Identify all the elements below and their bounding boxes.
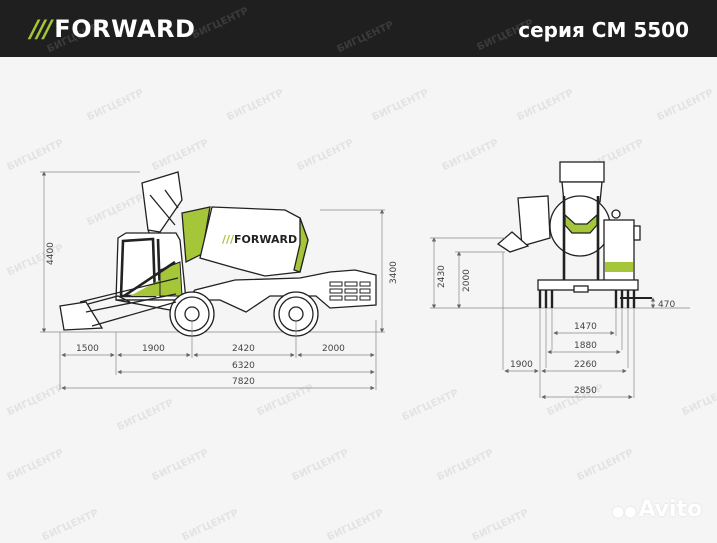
- watermark: БИГЦЕНТР: [190, 5, 251, 42]
- drum-slashes: ///: [222, 233, 235, 246]
- dim-wheelbase: 2420: [232, 344, 255, 354]
- brand-logo: ///FORWARD: [30, 14, 195, 44]
- dim-front-to-axle: 1900: [142, 344, 165, 354]
- dim-total-length: 7820: [232, 377, 255, 387]
- front-view-mixer: [430, 161, 690, 309]
- avito-wordmark: Avito: [638, 497, 703, 522]
- dim-bucket: 1500: [76, 344, 99, 354]
- dim-discharge-min: 2000: [462, 269, 472, 292]
- dim-track: 1880: [574, 341, 597, 351]
- dim-chute-reach: 1900: [510, 360, 533, 370]
- series-title: серия CM 5500: [518, 18, 689, 42]
- drum-brand-label: FORWARD: [234, 233, 297, 246]
- dim-body-length: 6320: [232, 361, 255, 371]
- dim-track-inner: 1470: [574, 322, 597, 332]
- dim-width-total: 2850: [574, 386, 597, 396]
- brand-slashes-icon: ///: [30, 15, 52, 43]
- avito-logo: ●●Avito: [612, 497, 702, 522]
- watermark: БИГЦЕНТР: [335, 19, 396, 56]
- side-view-mixer: [40, 171, 385, 337]
- header-bar: ///FORWARD серия CM 5500 БИГЦЕНТР БИГЦЕН…: [0, 0, 717, 57]
- technical-drawing: /// FORWARD 4400 3400 1500 1900 2420 200…: [40, 161, 690, 400]
- dim-ground-clearance: 470: [658, 300, 675, 310]
- dim-discharge-max: 2430: [437, 265, 447, 288]
- dim-height-rear: 3400: [389, 261, 399, 284]
- dim-rear-overhang: 2000: [322, 344, 345, 354]
- dim-width-body: 2260: [574, 360, 597, 370]
- avito-dots-icon: ●●: [612, 504, 637, 520]
- brand-name: FORWARD: [54, 15, 196, 43]
- dim-height-total: 4400: [46, 242, 56, 265]
